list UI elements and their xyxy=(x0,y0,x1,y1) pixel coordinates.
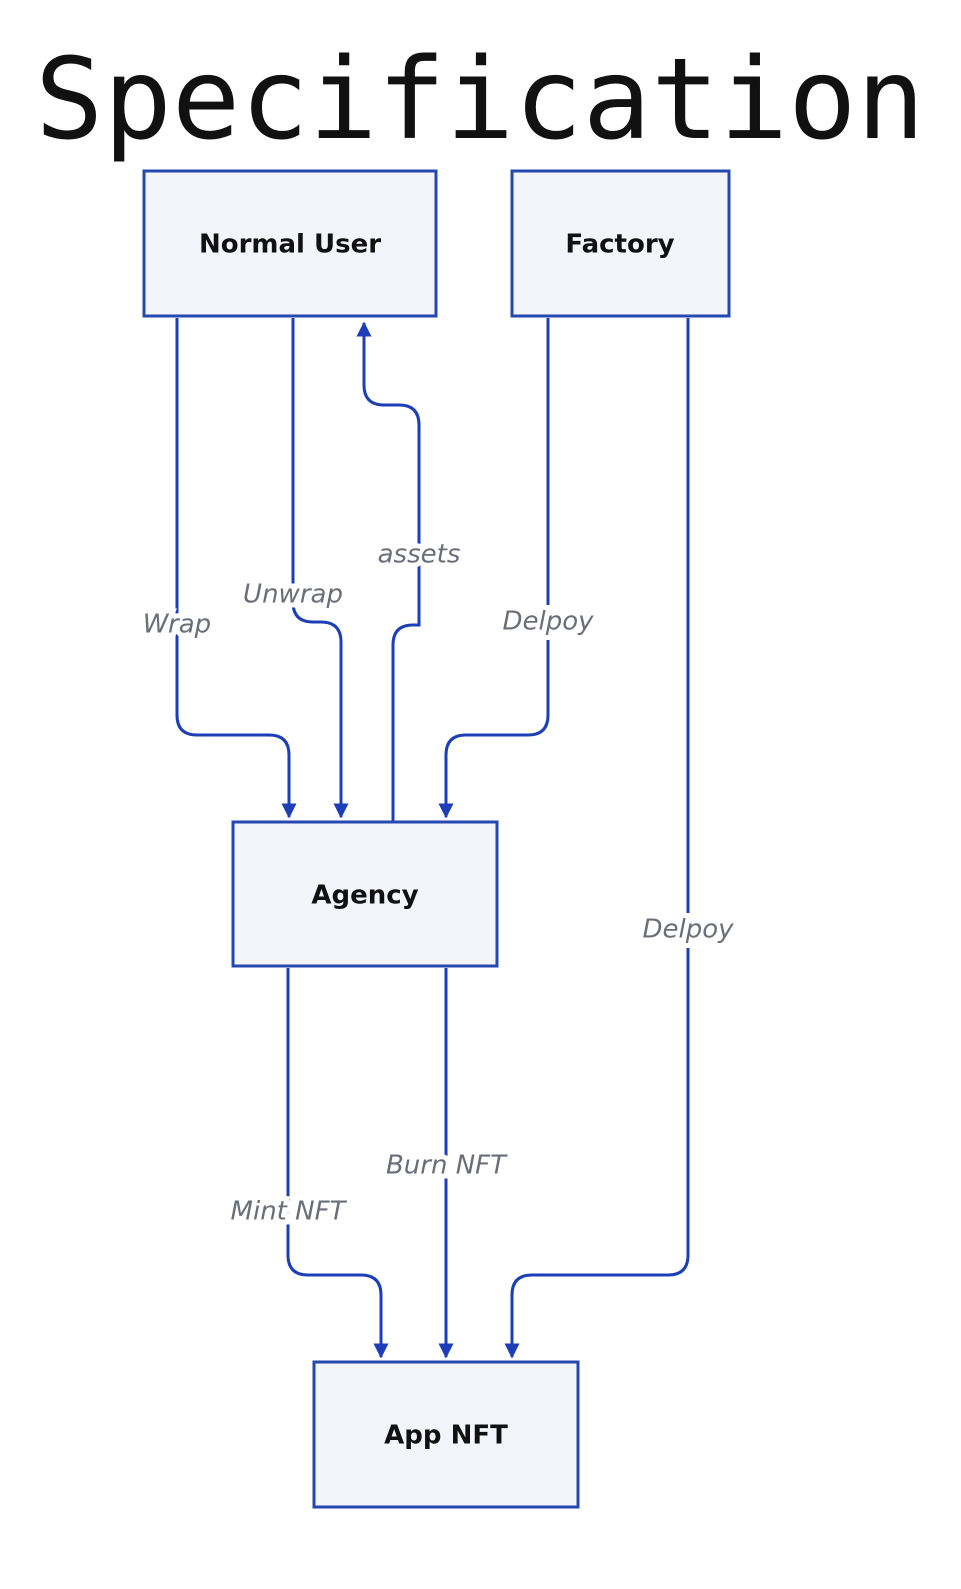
node-factory: Factory xyxy=(510,169,731,318)
edge-deploy-agency xyxy=(438,318,550,819)
edge-deploy-app-nft xyxy=(504,318,690,1359)
edge-mint-nft xyxy=(286,968,389,1359)
edge-label-assets: assets xyxy=(378,540,461,570)
node-agency: Agency xyxy=(231,820,499,968)
node-label: Agency xyxy=(311,881,418,911)
node-app-nft: App NFT xyxy=(312,1360,580,1509)
node-normal-user: Normal User xyxy=(142,169,438,318)
edge-assets xyxy=(356,321,421,822)
node-label: Factory xyxy=(565,230,674,260)
edge-label-mint-nft: Mint NFT xyxy=(231,1197,348,1227)
node-label: Normal User xyxy=(199,230,381,260)
edge-label-wrap: Wrap xyxy=(143,610,211,640)
diagram-title: Specification xyxy=(35,35,925,165)
edge-unwrap xyxy=(291,318,349,819)
edge-label-burn-nft: Burn NFT xyxy=(386,1151,508,1181)
edge-label-deploy-agency: Delpoy xyxy=(502,607,594,637)
edge-wrap xyxy=(175,318,297,819)
node-label: App NFT xyxy=(384,1421,508,1451)
edge-label-unwrap: Unwrap xyxy=(243,580,343,610)
edge-label-deploy-app-nft: Delpoy xyxy=(642,915,734,945)
